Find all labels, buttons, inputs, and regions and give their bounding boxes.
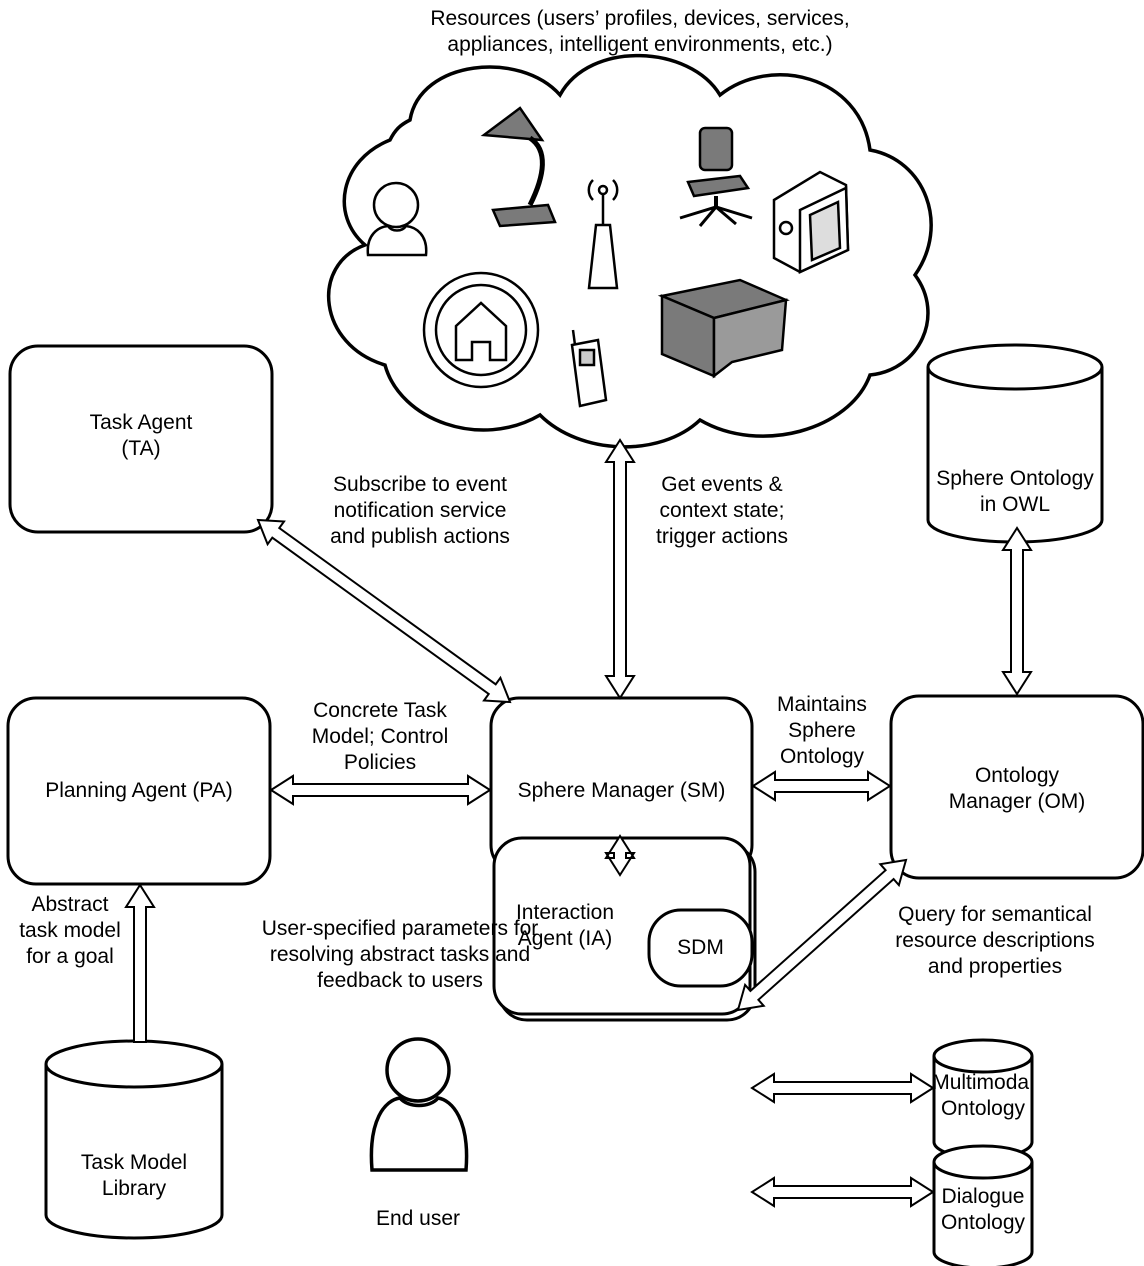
sdm-box[interactable] <box>647 908 754 988</box>
edge-label-ta-sm: Subscribe to event notification service … <box>330 473 510 548</box>
interaction-agent-label: Interaction Agent (IA) <box>515 901 615 950</box>
resources-caption: Resources (users’ profiles, devices, ser… <box>430 7 850 56</box>
arrow-resources-sm <box>604 438 636 700</box>
arrow-ia-multimodal <box>750 1072 935 1104</box>
arrow-om-ia <box>736 858 908 1012</box>
ontology-manager-box[interactable] <box>889 694 1144 880</box>
resource-icons <box>366 106 850 408</box>
edge-label-library-pa: Abstract task model for a goal <box>19 893 121 968</box>
arrow-sm-ia <box>604 834 636 877</box>
task-agent-label: Task Agent (TA) <box>89 411 193 460</box>
sphere-ontology-label: Sphere Ontology in OWL <box>936 467 1094 516</box>
multimodal-ontology-label: Multimodal Ontology <box>932 1071 1034 1120</box>
office-chair-icon <box>679 126 753 227</box>
sdm-label: SDM <box>677 936 724 959</box>
desk-icon <box>657 278 790 379</box>
task-model-library-label: Task Model Library <box>80 1151 188 1200</box>
ontology-manager-label: Ontology Manager (OM) <box>948 764 1086 813</box>
media-player-icon <box>772 170 850 274</box>
sphere-ontology-db[interactable] <box>926 343 1104 544</box>
planning-agent-box[interactable] <box>6 696 272 886</box>
arrow-sphere-ontology-om <box>1001 526 1033 696</box>
arrow-library-pa <box>124 883 156 1043</box>
task-model-library-db[interactable] <box>44 1039 224 1240</box>
task-agent-box[interactable] <box>8 344 274 534</box>
edge-label-sm-ia: User-specified parameters for resolving … <box>261 917 539 992</box>
mobile-phone-icon <box>570 329 608 408</box>
arrow-ia-dialogue <box>750 1176 935 1208</box>
smart-home-icon <box>422 271 540 389</box>
end-user-icon <box>369 1037 469 1172</box>
edge-label-om-ia: Query for semantical resource descriptio… <box>895 903 1095 978</box>
multimodal-ontology-db[interactable] <box>932 1038 1034 1160</box>
edge-label-pa-sm: Concrete Task Model; Control Policies <box>311 699 449 774</box>
dialogue-ontology-db[interactable] <box>932 1144 1034 1266</box>
user-icon <box>366 181 428 257</box>
dialogue-ontology-label: Dialogue Ontology <box>940 1185 1026 1234</box>
desk-lamp-icon <box>480 106 557 228</box>
wireless-router-icon <box>587 179 619 290</box>
arrow-sm-om <box>751 770 892 802</box>
sphere-manager-label: Sphere Manager (SM) <box>517 779 726 802</box>
connection-arrows <box>124 438 1033 1208</box>
edge-label-resources-sm: Get events & context state; trigger acti… <box>656 473 788 548</box>
end-user-label: End user <box>375 1207 461 1230</box>
arrow-pa-sm <box>269 774 492 806</box>
planning-agent-label: Planning Agent (PA) <box>45 779 233 802</box>
arrow-ta-sm <box>256 518 512 704</box>
edge-label-sm-om: Maintains Sphere Ontology <box>777 693 867 768</box>
